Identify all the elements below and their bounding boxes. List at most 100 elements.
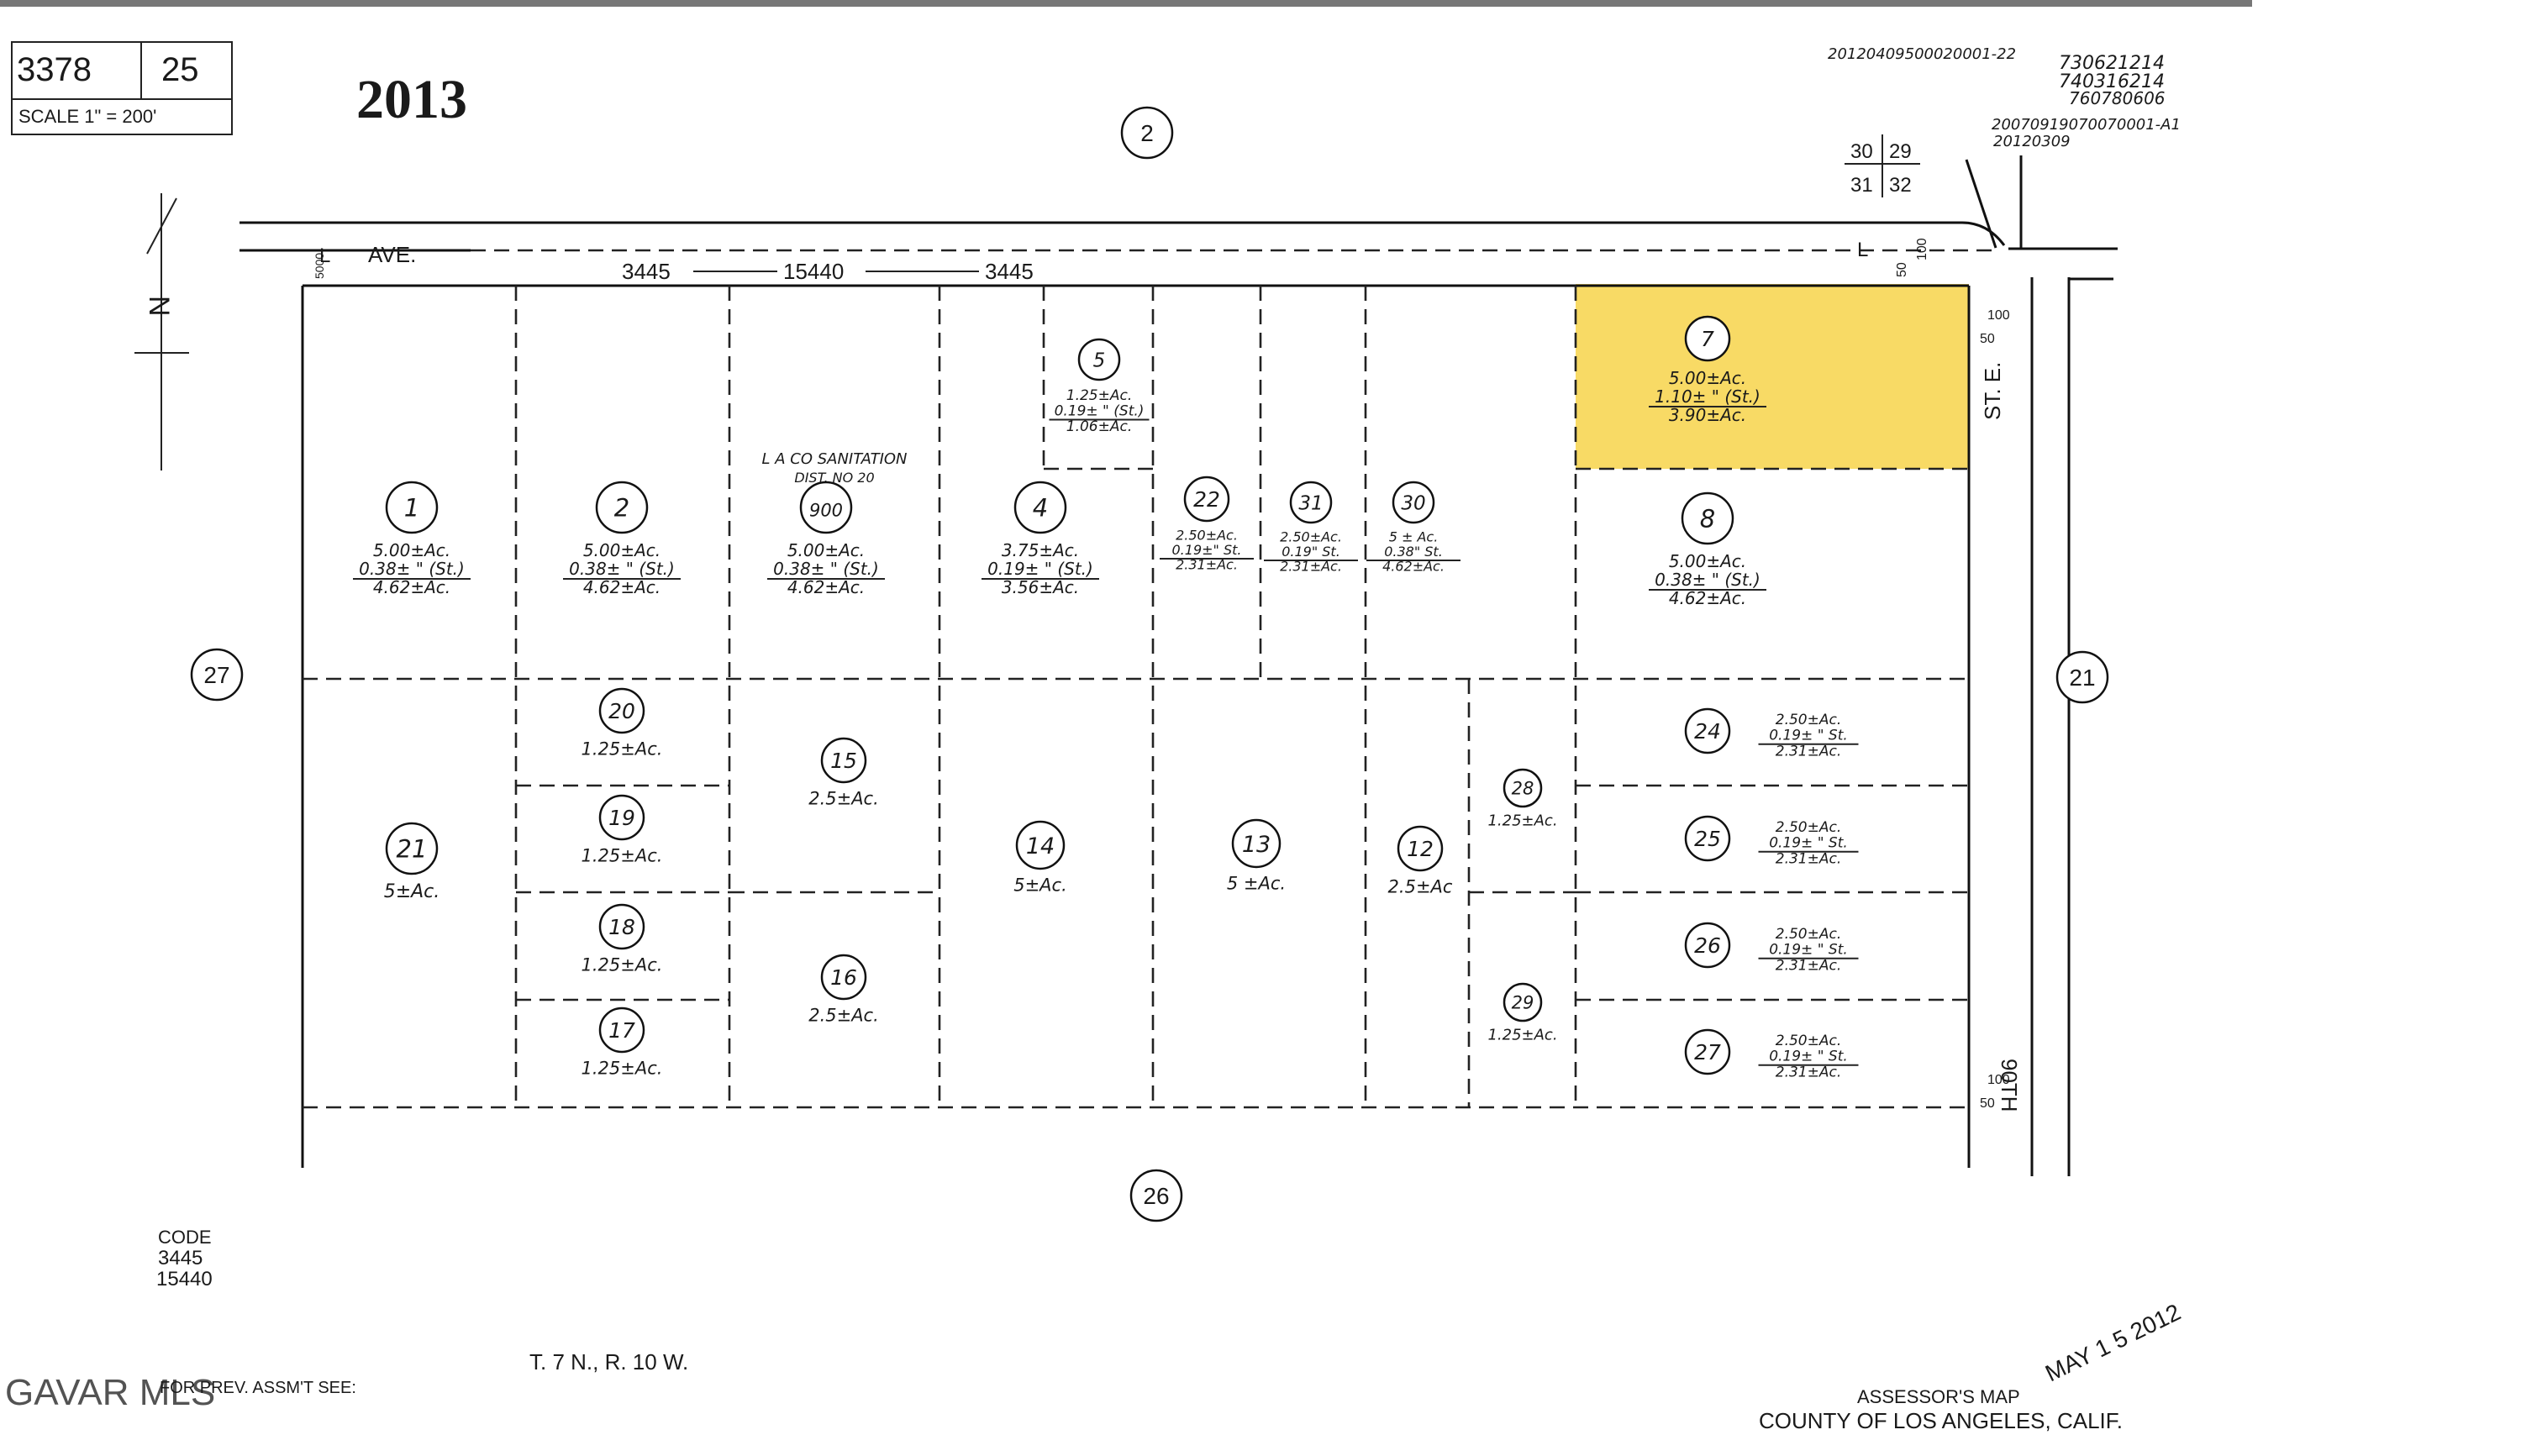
parcel-14-acreage-1: 5±Ac. <box>1013 875 1067 896</box>
parcel-26-number: 26 <box>1694 933 1721 958</box>
map-year: 2013 <box>356 69 467 130</box>
adjacent-page-north: 2 <box>1120 106 1174 160</box>
parcel-31-acreage-3: 2.31±Ac. <box>1280 559 1342 575</box>
parcel-26-acreage-3: 2.31±Ac. <box>1776 957 1841 974</box>
parcel-26-acreage-2: 0.19± " St. <box>1769 942 1848 959</box>
map-book-box: 3378 25 SCALE 1" = 200' <box>11 41 233 135</box>
parcel-25-acreage-1: 2.50±Ac. <box>1776 819 1841 836</box>
parcel-18-acreage-1: 1.25±Ac. <box>582 955 663 975</box>
north-arrow: N <box>134 193 189 470</box>
parcel-2-number: 2 <box>614 494 629 523</box>
parcel-20-circle <box>598 687 645 734</box>
parcel-31-acreage-2: 0.19" St. <box>1282 544 1340 560</box>
parcel-8-acreage-2: 0.38± " (St.) <box>1655 570 1760 590</box>
code-value-2: 15440 <box>156 1268 213 1290</box>
parcel-900-owner-2: DIST. NO 20 <box>794 470 874 486</box>
parcel-24-acreage-2: 0.19± " St. <box>1769 728 1848 744</box>
road-lines <box>239 155 2118 1176</box>
parcel-16: 162.5±Ac. <box>808 954 879 1026</box>
county-title: COUNTY OF LOS ANGELES, CALIF. <box>1759 1408 2123 1433</box>
parcel-1-number: 1 <box>404 494 419 523</box>
adjacent-page-west: 27 <box>190 648 244 702</box>
recording-number-1: 20120409500020001-22 <box>1828 45 2016 63</box>
parcel-30-number: 30 <box>1401 492 1425 514</box>
parcel-1-acreage-3: 4.62±Ac. <box>373 577 450 597</box>
parcel-24-number: 24 <box>1694 719 1721 744</box>
road-offset-100-e2: 100 <box>1987 1073 2010 1087</box>
parcel-20-number: 20 <box>608 699 635 723</box>
prev-assessment: FOR PREV. ASSM'T SEE: <box>160 1379 356 1397</box>
parcel-7-number: 7 <box>1701 327 1714 351</box>
parcel-30-circle <box>1392 481 1435 524</box>
parcel-12: 122.5±Ac <box>1388 825 1453 897</box>
parcel-4-acreage-1: 3.75±Ac. <box>1002 540 1079 560</box>
parcel-8-number: 8 <box>1700 505 1715 534</box>
parcel-7-circle <box>1684 315 1731 362</box>
parcel-22-circle <box>1183 476 1230 523</box>
parcel-28-number: 28 <box>1512 779 1534 799</box>
parcel-14-number: 14 <box>1026 833 1055 859</box>
adjacent-page-east-label: 21 <box>2069 665 2095 691</box>
parcel-31-acreage-1: 2.50±Ac. <box>1280 528 1342 544</box>
section-29: 29 <box>1889 140 1912 163</box>
parcel-27-circle <box>1684 1028 1731 1075</box>
parcel-900-owner: L A CO SANITATION <box>761 450 907 468</box>
road-offset-50-e1: 50 <box>1980 332 1995 346</box>
parcel-12-circle <box>1397 825 1444 872</box>
parcel-25-acreage-2: 0.19± " St. <box>1769 835 1848 852</box>
parcel-7-acreage-1: 5.00±Ac. <box>1669 368 1746 388</box>
parcel-900-acreage-2: 0.38± " (St.) <box>773 559 879 579</box>
parcel-13-circle <box>1231 818 1282 869</box>
parcel-17: 171.25±Ac. <box>582 1007 662 1079</box>
adjacent-page-west-label: 27 <box>203 662 229 688</box>
map-book-number: 3378 <box>17 51 92 88</box>
parcel-31-number: 31 <box>1298 492 1323 514</box>
received-stamp-date: MAY 1 5 2012 <box>2041 1299 2185 1387</box>
road-corner-letter: L <box>1857 239 1868 261</box>
top-border <box>0 0 2252 7</box>
parcel-4-acreage-3: 3.56±Ac. <box>1002 577 1079 597</box>
parcel-28: 28 1.25±Ac. <box>1487 768 1558 829</box>
parcel-18-circle <box>598 903 645 950</box>
parcel-13-number: 13 <box>1242 832 1271 858</box>
parcel-30: 305 ± Ac.0.38" St.4.62±Ac. <box>1366 481 1460 575</box>
parcel-27-number: 27 <box>1694 1040 1721 1064</box>
parcel-16-circle <box>820 954 867 1001</box>
parcel-1-acreage-2: 0.38± " (St.) <box>359 559 465 579</box>
map-scale: SCALE 1" = 200' <box>18 106 156 127</box>
parcel-28-circle <box>1503 768 1543 808</box>
road-l-prefix: L <box>319 244 330 267</box>
parcel-18: 18 1.25±Ac. <box>582 903 663 975</box>
road-offset-100-e1: 100 <box>1987 308 2010 323</box>
parcel-20: 201.25±Ac. <box>582 687 662 760</box>
parcel-30-acreage-1: 5 ± Ac. <box>1389 528 1439 544</box>
parcel-21-number: 21 <box>397 835 428 864</box>
parcel-16-number: 16 <box>830 965 857 990</box>
parcel-18-number: 18 <box>608 915 635 939</box>
adjacent-page-north-label: 2 <box>1140 120 1154 146</box>
recording-number-3: 740316214 <box>2059 71 2165 92</box>
parcel-29-acreage-1: 1.25±Ac. <box>1487 1026 1557 1043</box>
parcel-5-acreage-3: 1.06±Ac. <box>1066 418 1132 435</box>
parcel-17-circle <box>598 1007 645 1054</box>
recording-number-6: 20120309 <box>1993 133 2071 150</box>
parcel-12-number: 12 <box>1407 837 1434 861</box>
parcel-1-circle <box>385 481 439 534</box>
road-90th: 90TH <box>1997 1059 2022 1112</box>
parcel-15-number: 15 <box>830 749 857 773</box>
section-32: 32 <box>1889 174 1912 197</box>
parcel-5-acreage-2: 0.19± " (St.) <box>1055 403 1145 420</box>
parcel-25-acreage-3: 2.31±Ac. <box>1776 850 1841 867</box>
parcel-21: 215±Ac. <box>384 822 439 902</box>
code-label: CODE <box>158 1227 212 1248</box>
parcel-22-acreage-3: 2.31±Ac. <box>1176 557 1238 573</box>
parcel-900-number: 900 <box>809 501 843 521</box>
parcel-19-number: 19 <box>608 806 635 830</box>
parcel-24-circle <box>1684 707 1731 754</box>
parcel-28-acreage-1: 1.25±Ac. <box>1487 812 1557 829</box>
parcel-26-circle <box>1684 922 1731 969</box>
